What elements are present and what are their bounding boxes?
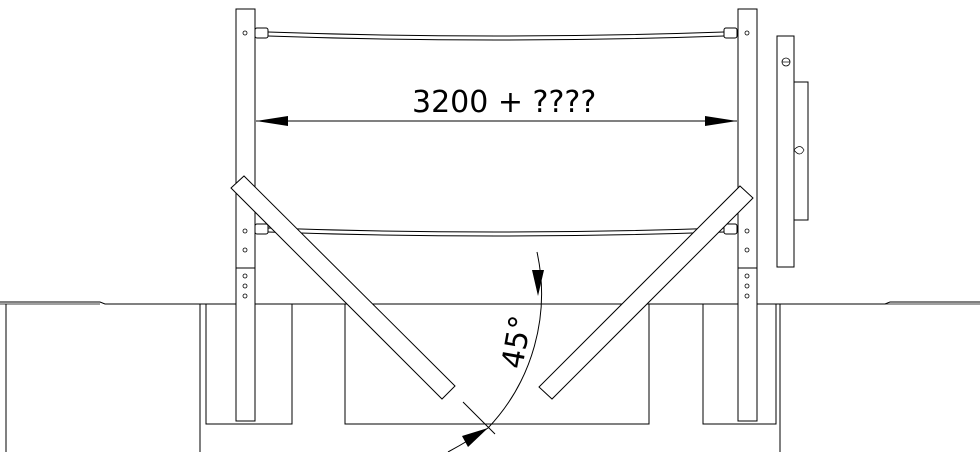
bottom-wire [254,223,738,237]
left-post-hole [242,293,248,299]
left-brace [230,175,456,400]
right-post-hole [744,247,750,253]
right-post-hole [744,283,750,289]
level-gauge [776,35,809,268]
angle-arrow-bottom [462,428,488,447]
left-post-hole [242,273,248,279]
right-brace [538,185,754,400]
ground-outline [0,301,980,452]
top-wire [254,27,738,41]
dimension-label: 3200 + ???? [412,85,596,120]
angle-arrow-top [532,270,544,296]
left-post [235,8,256,422]
right-post [737,8,758,422]
angle-dimension: 45° [447,251,544,452]
left-post-hole [242,30,248,36]
left-post-hole [242,228,248,234]
right-post-hole [744,228,750,234]
right-post-hole [744,30,750,36]
dimension-arrow-left [256,116,288,126]
span-dimension: 3200 + ???? [256,85,737,126]
right-post-hole [744,293,750,299]
left-post-hole [242,283,248,289]
right-post-hole [744,273,750,279]
dimension-arrow-right [705,116,737,126]
left-post-hole [242,247,248,253]
angle-label: 45° [495,313,539,371]
